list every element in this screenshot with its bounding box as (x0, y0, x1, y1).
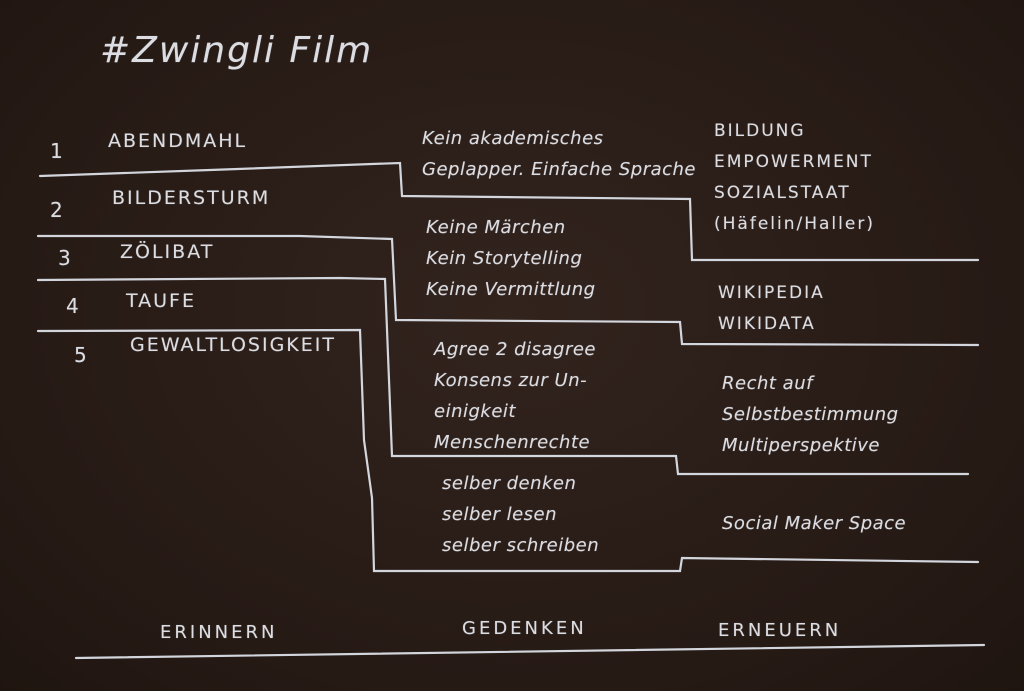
gedenken-block: Agree 2 disagree Konsens zur Un- einigke… (434, 334, 596, 458)
item-label: TAUFE (126, 290, 196, 312)
erneuern-line: SOZIALSTAAT (714, 183, 851, 203)
item-number: 3 (58, 246, 72, 270)
gedenken-line: einigkeit (434, 401, 516, 422)
line-row4 (36, 328, 980, 573)
erneuern-block: Recht auf Selbstbestimmung Multiperspekt… (722, 368, 899, 461)
gedenken-block: Kein akademisches Geplapper. Einfache Sp… (422, 123, 696, 185)
gedenken-line: selber schreiben (442, 535, 600, 556)
item-number: 5 (74, 343, 88, 367)
gedenken-line: selber lesen (442, 504, 558, 525)
erneuern-line: (Häfelin/Haller) (714, 214, 875, 234)
erneuern-block: Social Maker Space (722, 508, 906, 539)
gedenken-line: Menschenrechte (434, 432, 591, 453)
erneuern-line: Selbstbestimmung (722, 404, 899, 425)
footer-erinnern: ERINNERN (160, 622, 278, 643)
gedenken-line: selber denken (442, 473, 577, 494)
erneuern-line: WIKIPEDIA (718, 283, 825, 303)
item-number: 2 (50, 198, 64, 222)
gedenken-line: Konsens zur Un- (434, 370, 588, 391)
line-row3 (36, 276, 970, 476)
item-number: 1 (50, 139, 64, 163)
gedenken-line: Kein Storytelling (426, 248, 583, 269)
item-label: ABENDMAHL (108, 130, 248, 152)
gedenken-line: Agree 2 disagree (434, 339, 596, 360)
line-row2 (36, 234, 980, 347)
gedenken-block: selber denken selber lesen selber schrei… (442, 468, 599, 561)
footer-erneuern: ERNEUERN (718, 620, 842, 641)
footer-gedenken: GEDENKEN (462, 618, 587, 639)
erneuern-line: Recht auf (722, 373, 813, 394)
gedenken-line: Geplapper. Einfache Sprache (422, 159, 697, 180)
item-label: BILDERSTURM (112, 187, 271, 209)
erneuern-line: BILDUNG (714, 121, 806, 141)
item-label: ZÖLIBAT (120, 241, 215, 263)
erneuern-block: WIKIPEDIA WIKIDATA (718, 278, 825, 340)
item-label: GEWALTLOSIGKEIT (130, 334, 336, 356)
erneuern-line: WIKIDATA (718, 314, 816, 334)
erneuern-line: Multiperspektive (722, 435, 880, 456)
gedenken-line: Kein akademisches (422, 128, 604, 149)
gedenken-line: Keine Vermittlung (426, 279, 596, 300)
gedenken-line: Keine Märchen (426, 217, 566, 238)
board-title: #Zwingli Film (100, 30, 374, 71)
erneuern-block: BILDUNG EMPOWERMENT SOZIALSTAAT (Häfelin… (714, 116, 875, 240)
footer-baseline (74, 643, 986, 660)
gedenken-block: Keine Märchen Kein Storytelling Keine Ve… (426, 212, 596, 305)
erneuern-line: Social Maker Space (722, 513, 907, 534)
erneuern-line: EMPOWERMENT (714, 152, 873, 172)
item-number: 4 (66, 294, 80, 318)
line-row1 (38, 161, 980, 262)
